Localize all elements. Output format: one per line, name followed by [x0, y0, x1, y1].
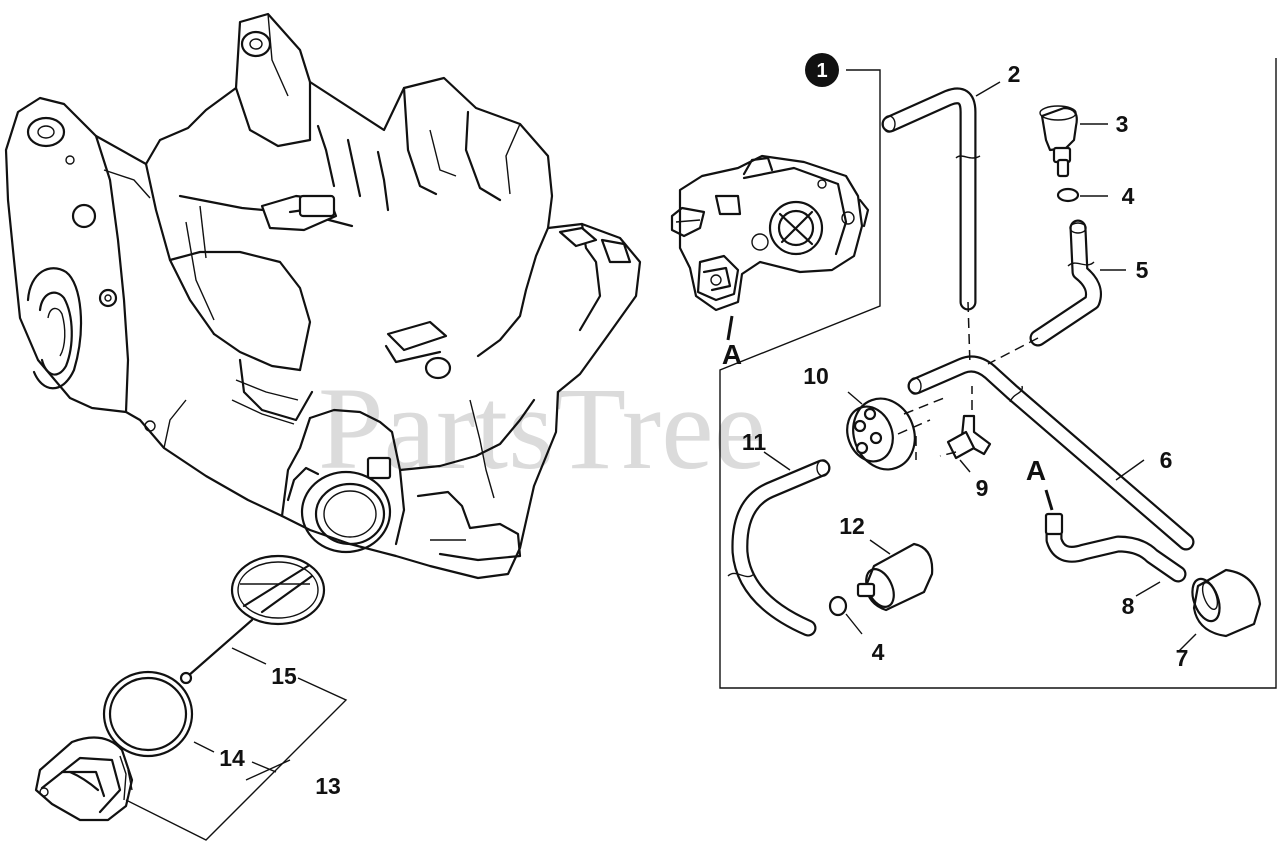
kit-marker-badge: [805, 53, 839, 87]
callout-7: 7: [1176, 645, 1189, 671]
leader-lines: [125, 81, 1197, 841]
callout-9: 9: [976, 475, 989, 501]
callout-6: 6: [1160, 447, 1173, 473]
part-10-grommet: [846, 397, 916, 471]
crankcase-housing: [4, 12, 642, 580]
callout-4-bottom: 4: [872, 639, 885, 665]
o-ring-4-top: [1056, 187, 1080, 203]
callout-5: 5: [1136, 257, 1149, 283]
callout-3: 3: [1116, 111, 1129, 137]
o-ring-4-bottom: [828, 595, 848, 617]
fuel-hose-11: [727, 459, 831, 637]
fuel-hose-8: [1044, 512, 1187, 583]
part-3-filter-fitting: [1039, 105, 1078, 178]
callout-14: 14: [219, 745, 245, 771]
part-14-o-ring: [102, 670, 194, 758]
fuel-return-hose-5: [1029, 219, 1102, 347]
callout-4-top: 4: [1122, 183, 1135, 209]
fuel-hose-6: [907, 355, 1195, 551]
callout-12: 12: [839, 513, 865, 539]
watermark-text: PartsTree: [318, 363, 766, 494]
connection-marker-a-carb: A: [722, 339, 742, 370]
carburetor: [670, 154, 870, 312]
callout-11: 11: [742, 429, 767, 455]
callout-2: 2: [1008, 61, 1021, 87]
connection-marker-a-line: A: [1026, 455, 1046, 486]
part-15-gasket-rod: [179, 554, 326, 685]
kit-bracket: [719, 58, 1277, 689]
fuel-hose-2: [881, 87, 981, 311]
part-7-primer-bulb: [1191, 568, 1262, 638]
callout-8: 8: [1122, 593, 1135, 619]
part-12-fuel-filter: [856, 542, 934, 612]
callout-10: 10: [803, 363, 829, 389]
assembly-guide-lines: [897, 301, 1039, 460]
callout-13: 13: [315, 773, 341, 799]
kit-marker-label: 1: [816, 60, 827, 82]
callout-15: 15: [271, 663, 297, 689]
part-13-fuel-cap: [34, 736, 134, 822]
